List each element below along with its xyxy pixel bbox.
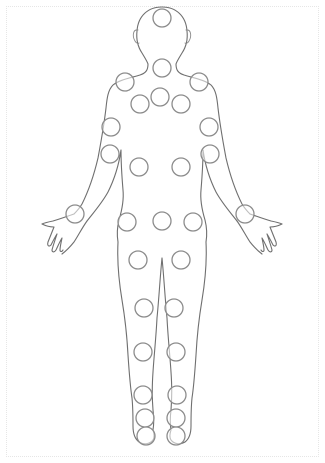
left-hip-marker <box>118 213 136 231</box>
left-upper-arm-marker <box>102 118 120 136</box>
right-lower-foot-marker <box>167 427 185 445</box>
right-thigh-marker <box>172 251 190 269</box>
left-shin-marker <box>134 343 152 361</box>
right-arm-outer <box>218 108 250 214</box>
left-elbow-marker <box>101 145 119 163</box>
left-ear-outline <box>133 30 139 43</box>
left-knee-marker <box>135 299 153 317</box>
right-knee-marker <box>165 299 183 317</box>
left-leg-outer <box>118 242 133 426</box>
neck-marker <box>153 59 171 77</box>
left-ankle-marker <box>134 386 152 404</box>
right-foot-marker <box>167 409 185 427</box>
left-shoulder-marker <box>116 73 134 91</box>
head-top-marker <box>153 9 171 27</box>
left-arm-outer <box>74 108 106 214</box>
right-ankle-marker <box>168 386 186 404</box>
right-ear-outline <box>185 30 191 43</box>
right-hip-marker <box>184 213 202 231</box>
marker-group <box>66 9 254 445</box>
left-upper-chest-marker <box>131 95 149 113</box>
center-hip-marker <box>153 212 171 230</box>
left-lower-foot-marker <box>137 427 155 445</box>
center-upper-chest-marker <box>151 88 169 106</box>
left-leg-inner <box>152 258 162 430</box>
right-leg-inner <box>162 258 172 430</box>
right-shin-marker <box>167 343 185 361</box>
right-shoulder-marker <box>190 73 208 91</box>
left-chest-marker <box>130 158 148 176</box>
right-wrist-marker <box>236 205 254 223</box>
right-chest-marker <box>172 158 190 176</box>
left-foot-marker <box>136 409 154 427</box>
left-thigh-marker <box>129 251 147 269</box>
right-leg-outer <box>191 242 206 426</box>
right-elbow-marker <box>201 145 219 163</box>
left-wrist-marker <box>66 205 84 223</box>
right-upper-chest-marker <box>172 95 190 113</box>
right-upper-arm-marker <box>200 118 218 136</box>
